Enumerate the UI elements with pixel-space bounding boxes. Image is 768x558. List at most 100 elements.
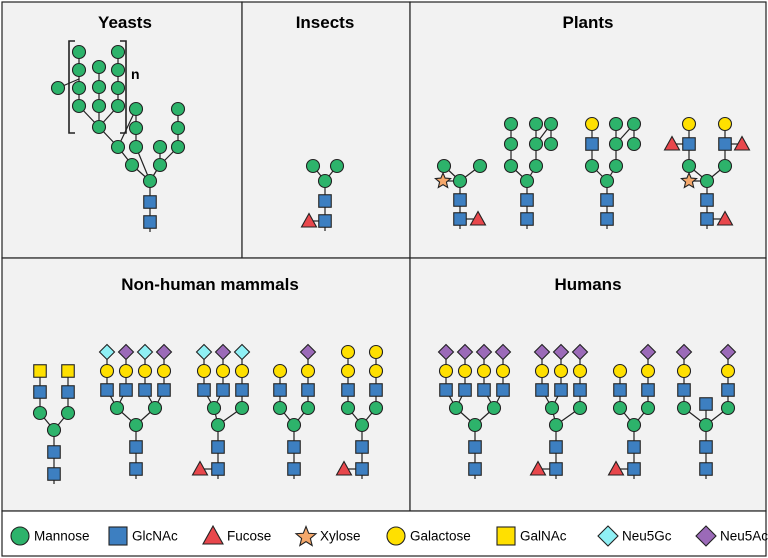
panel-title-humans: Humans <box>554 275 621 294</box>
legend-label: Xylose <box>320 529 361 544</box>
mannose-circle-icon <box>71 44 87 60</box>
galactose-circle-icon <box>272 363 288 379</box>
legend-item-neu5ac: Neu5Ac <box>695 525 768 547</box>
legend-item-mannose: Mannose <box>10 526 90 546</box>
neu5ac-diamond-icon <box>475 343 493 361</box>
neu5ac-diamond-icon <box>117 343 135 361</box>
galnac-square-icon <box>33 364 47 378</box>
mannose-circle-icon <box>60 405 76 421</box>
mannose-circle-icon <box>354 417 370 433</box>
glcnac-square-icon <box>47 467 61 481</box>
neu5gc-diamond-icon <box>597 525 619 547</box>
glcnac-square-icon <box>341 383 355 397</box>
glcnac-square-icon <box>468 462 482 476</box>
mannose-circle-icon <box>640 400 656 416</box>
glcnac-square-icon <box>520 212 534 226</box>
glcnac-square-icon <box>216 383 230 397</box>
mannose-circle-icon <box>329 158 345 174</box>
galactose-circle-icon <box>118 363 134 379</box>
mannose-circle-icon <box>503 116 519 132</box>
mannose-circle-icon <box>91 59 107 75</box>
mannose-circle-icon <box>91 79 107 95</box>
mannose-circle-icon <box>71 80 87 96</box>
neu5ac-diamond-icon <box>552 343 570 361</box>
mannose-circle-icon <box>544 400 560 416</box>
glcnac-square-icon <box>129 462 143 476</box>
mannose-circle-icon <box>717 158 733 174</box>
mannose-circle-icon <box>698 417 714 433</box>
glcnac-square-icon <box>477 383 491 397</box>
mannose-circle-icon <box>528 158 544 174</box>
mannose-circle-icon <box>368 400 384 416</box>
galactose-circle-icon <box>196 363 212 379</box>
glcnac-square-icon <box>143 195 157 209</box>
mannose-circle-icon <box>109 400 125 416</box>
mannose-circle-icon <box>720 400 736 416</box>
mannose-circle-icon <box>584 158 600 174</box>
galactose-circle-icon <box>534 363 550 379</box>
neu5gc-diamond-icon <box>233 343 251 361</box>
glcnac-square-icon <box>700 193 714 207</box>
glcnac-square-icon <box>718 137 732 151</box>
panel-title-plants: Plants <box>562 13 613 32</box>
xylose-star-icon <box>680 171 698 189</box>
galactose-circle-icon <box>495 363 511 379</box>
mannose-circle-icon <box>503 158 519 174</box>
glcnac-square-icon <box>100 383 114 397</box>
galactose-circle-icon <box>438 363 454 379</box>
legend-label: GalNAc <box>520 529 567 544</box>
glcnac-square-icon <box>235 383 249 397</box>
fucose-triangle-icon <box>607 460 625 476</box>
mannose-circle-icon <box>71 62 87 78</box>
glcnac-square-icon <box>641 383 655 397</box>
galactose-circle-icon <box>340 363 356 379</box>
mannose-circle-icon <box>699 173 715 189</box>
neu5gc-diamond-icon <box>195 343 213 361</box>
glcnac-square-icon <box>143 215 157 229</box>
glcnac-square-icon <box>699 462 713 476</box>
glcnac-square-icon <box>129 440 143 454</box>
mannose-circle-icon <box>452 173 468 189</box>
legend-item-galactose: Galactose <box>386 526 471 546</box>
fucose-triangle-icon <box>300 212 318 228</box>
mannose-circle-icon <box>110 139 126 155</box>
galnac-square-icon <box>496 526 516 546</box>
mannose-circle-icon <box>210 417 226 433</box>
mannose-circle-icon <box>110 44 126 60</box>
mannose-circle-icon <box>152 157 168 173</box>
mannose-circle-icon <box>448 400 464 416</box>
glcnac-square-icon <box>318 194 332 208</box>
legend-item-fucose: Fucose <box>202 524 271 545</box>
xylose-star-icon <box>434 171 452 189</box>
glcnac-square-icon <box>682 137 696 151</box>
glcnac-square-icon <box>627 462 641 476</box>
galactose-circle-icon <box>612 363 628 379</box>
neu5ac-diamond-icon <box>639 343 657 361</box>
glcnac-square-icon <box>369 383 383 397</box>
glcnac-square-icon <box>138 383 152 397</box>
galactose-circle-icon <box>676 363 692 379</box>
mannose-circle-icon <box>340 400 356 416</box>
glcnac-square-icon <box>318 214 332 228</box>
mannose-circle-icon <box>486 400 502 416</box>
galactose-circle-icon <box>386 526 406 546</box>
mannose-circle-icon <box>91 98 107 114</box>
mannose-circle-icon <box>110 80 126 96</box>
mannose-circle-icon <box>543 116 559 132</box>
mannose-circle-icon <box>528 136 544 152</box>
glcnac-square-icon <box>211 462 225 476</box>
legend-item-galnac: GalNAc <box>496 526 567 546</box>
glcnac-square-icon <box>197 383 211 397</box>
yeast-repeat-bracket: n <box>68 40 140 134</box>
mannose-circle-icon <box>286 417 302 433</box>
panel-title-insects: Insects <box>296 13 355 32</box>
galactose-circle-icon <box>476 363 492 379</box>
galactose-circle-icon <box>137 363 153 379</box>
glycan-structures <box>32 44 751 484</box>
mannose-circle-icon <box>548 417 564 433</box>
fucose-triangle-icon <box>716 210 734 226</box>
glcnac-square-icon <box>47 445 61 459</box>
mannose-circle-icon <box>503 136 519 152</box>
galactose-circle-icon <box>717 116 733 132</box>
galnac-square-icon <box>61 364 75 378</box>
